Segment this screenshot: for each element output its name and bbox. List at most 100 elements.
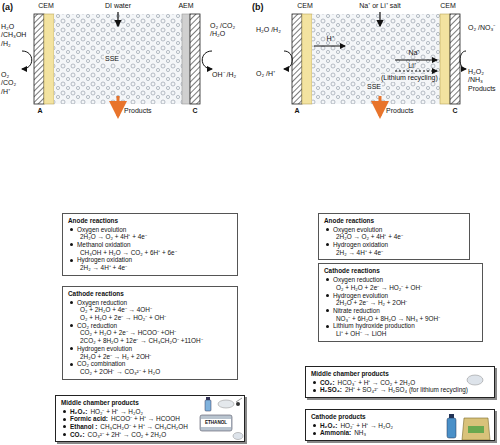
bullet xyxy=(326,294,329,297)
product-name: Ethanol : xyxy=(70,423,97,430)
label: Li⁺ xyxy=(404,62,420,70)
label: SSE xyxy=(366,83,382,91)
bullet xyxy=(70,347,73,350)
equation: 2H₂O → O₂ + 4H⁺ + 4e⁻ xyxy=(68,233,232,241)
bullet xyxy=(70,259,73,262)
equation: 2H₂ → 4H⁺ + 4e⁻ xyxy=(68,264,232,272)
product-icons xyxy=(200,375,490,440)
reaction-name: Nitrate reduction xyxy=(333,307,380,314)
bullet xyxy=(313,432,316,435)
box-heading: Cathode products xyxy=(311,413,489,421)
equation: 2H₂O → O₂ + 4H⁺ + 4e⁻ xyxy=(324,233,464,241)
reaction-name: Oxygen reduction xyxy=(333,276,383,283)
label: O₂ /CO₂ /H⁺ xyxy=(1,71,23,96)
product-name: H₂O₂: xyxy=(320,422,337,429)
cell-a xyxy=(22,12,212,116)
bullet xyxy=(326,228,329,231)
equation: O₂ + H₂O + 2e⁻ → HO₂⁻ + OH⁻ xyxy=(68,314,232,322)
bullet-row: Hydrogen evolution xyxy=(324,292,477,300)
bullet-row: Oxygen reduction xyxy=(68,299,232,307)
bullet xyxy=(70,324,73,327)
bullet xyxy=(70,243,73,246)
label: AEM xyxy=(174,2,198,10)
label: Na⁺ xyxy=(404,49,424,57)
label: ETHANOL xyxy=(200,420,232,426)
label: SSE xyxy=(104,55,120,63)
label: H₂O /CH₃OH /H₂ xyxy=(1,23,31,48)
reaction-name: Oxygen evolution xyxy=(77,226,126,233)
equation: 2CO₂ + 8H₂O + 12e⁻ → CH₃CH₂O⁻ +11OH⁻ xyxy=(68,337,232,345)
bullet-row: Oxygen evolution xyxy=(68,226,232,234)
equation: 2H₂O + 2e⁻ → H₂ + 2OH⁻ xyxy=(324,299,477,307)
label: A xyxy=(292,107,302,115)
equation: O₂ + H₂O + 2e⁻ → HO₂⁻ + OH⁻ xyxy=(324,284,477,292)
label: Na⁺ or Li⁺ salt xyxy=(342,2,418,10)
bullet-row: Hydrogen oxidation xyxy=(324,241,464,249)
label: C xyxy=(450,107,460,115)
bullet xyxy=(313,381,316,384)
bullet xyxy=(313,424,316,427)
box-heading: Middle chamber products xyxy=(311,370,489,378)
bullet xyxy=(326,278,329,281)
bullet-row: H₂O₂:HO₂⁻ + H⁺ → H₂O₂ xyxy=(311,422,489,430)
reaction-name: Hydrogen evolution xyxy=(77,345,132,352)
label: H₂O /H₂ xyxy=(256,26,284,34)
label: O₂ /H⁺ xyxy=(256,70,284,78)
equation: CH₃CH₂O⁻ + H⁺ → CH₃CH₂OH xyxy=(100,423,187,430)
equation: HO₂⁻ + H⁺ → H₂O₂ xyxy=(340,422,392,429)
bullet xyxy=(63,418,66,421)
bullet-row: H₂SO₄:2H⁺ + SO₄²⁻ → H₂SO₄ (for lithium r… xyxy=(311,386,489,394)
cell-b xyxy=(284,12,466,116)
label: Products xyxy=(386,107,426,115)
bullet xyxy=(70,228,73,231)
label: DI water xyxy=(96,2,140,10)
product-box: Middle chamber productsH₂O₂:HO₂⁻ + H⁺ → … xyxy=(55,395,245,442)
bullet-row: Nitrate reduction xyxy=(324,307,477,315)
bullet-row: CO₂ combination xyxy=(68,360,232,368)
product-name: CO₂: xyxy=(70,431,85,438)
equation: CO₃²⁻ + 2H⁺ → CO₂ + 2H₂O xyxy=(88,431,167,438)
box-heading: Middle chamber products xyxy=(61,399,239,407)
equation: NH₃ xyxy=(354,429,366,436)
bullet-row: CO₂ reduction xyxy=(68,322,232,330)
bullet xyxy=(313,389,316,392)
product-name: H₂O₂: xyxy=(70,408,87,415)
equation: CO₂ + H₂O + 2e⁻ → HCOO⁻ +OH⁻ xyxy=(68,329,232,337)
product-box: Cathode productsH₂O₂:HO₂⁻ + H⁺ → H₂O₂Amm… xyxy=(305,409,495,441)
reaction-box: Cathode reactionsOxygen reductionO₂ + 2H… xyxy=(62,286,238,380)
reaction-name: Hydrogen evolution xyxy=(333,292,388,299)
bullet-row: Oxygen reduction xyxy=(324,276,477,284)
bullet-row: CO₂:CO₃²⁻ + 2H⁺ → CO₂ + 2H₂O xyxy=(61,431,239,439)
reaction-name: Lithium hydroxide production xyxy=(333,322,415,329)
reaction-name: CO₂ combination xyxy=(77,360,125,367)
panel-tag: (a) xyxy=(2,2,22,13)
reaction-name: Hydrogen oxidation xyxy=(77,256,132,263)
reaction-name: Oxygen reduction xyxy=(77,299,127,306)
equation: NO₃⁻ + 6H₂O + 8H₂O → NH₃ + 9OH⁻ xyxy=(324,315,477,323)
bullet xyxy=(326,309,329,312)
bullet xyxy=(63,433,66,436)
reaction-name: CO₂ reduction xyxy=(77,322,117,329)
bullet-row: Methanol oxidation xyxy=(68,241,232,249)
equation: 2H₂O + 2e⁻ → H₂ + 2OH⁻ xyxy=(68,353,232,361)
label: OH⁻ /H₂ xyxy=(212,71,238,79)
equation: CH₃OH + H₂O → CO₂ + 6H⁺ + 6e⁻ xyxy=(68,249,232,257)
equation: HCO₃⁻ + H⁺ → CO₂ + 2H₂O xyxy=(338,379,416,386)
equation: CO₂ + 2OH⁻ → CO₃²⁻ + H₂O xyxy=(68,368,232,376)
label: (Lithium recycling) xyxy=(380,74,439,82)
box-heading: Cathode reactions xyxy=(68,290,232,298)
box-heading: Anode reactions xyxy=(68,217,232,225)
panel-tag: (b) xyxy=(252,2,272,13)
reaction-name: Hydrogen oxidation xyxy=(333,241,388,248)
label: CEM xyxy=(34,2,58,10)
product-name: Ammonia: xyxy=(320,429,351,436)
label: H⁺ xyxy=(322,35,338,43)
bullet xyxy=(63,425,66,428)
bullet-row: CO₂:HCO₃⁻ + H⁺ → CO₂ + 2H₂O xyxy=(311,379,489,387)
equation: 2H₂ → 4H⁺ + 4e⁻ xyxy=(324,249,464,257)
equation: 2H⁺ + SO₄²⁻ → H₂SO₄ (for lithium recycli… xyxy=(345,386,468,393)
reaction-name: Methanol oxidation xyxy=(77,241,131,248)
bullet-row: Oxygen evolution xyxy=(324,226,464,234)
bullet xyxy=(63,410,66,413)
box-heading: Cathode reactions xyxy=(324,267,477,275)
